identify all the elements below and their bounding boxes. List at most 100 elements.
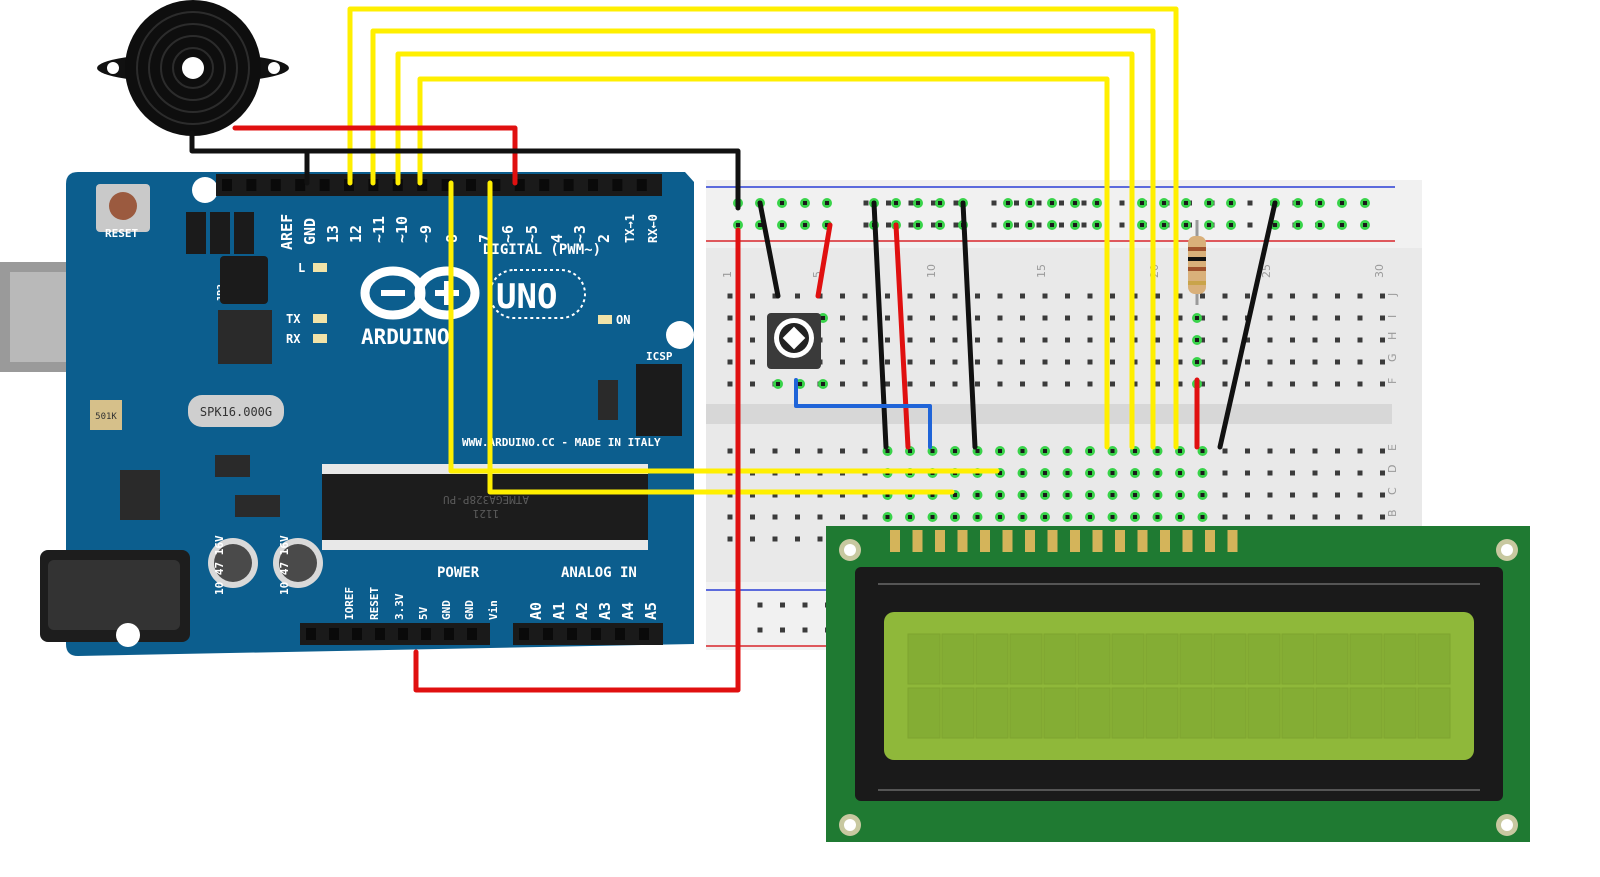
lcd-char-cell: [1247, 633, 1281, 685]
breadboard-hole: [1357, 315, 1363, 321]
rail-hole: [908, 200, 914, 206]
header-pin: [543, 628, 553, 640]
breadboard-hole: [1380, 492, 1385, 498]
led-tx: [313, 314, 327, 323]
connected-hole-center: [821, 382, 825, 386]
connected-hole-center: [1200, 449, 1205, 453]
lcd-char-cell: [941, 633, 975, 685]
breadboard-hole: [862, 381, 868, 387]
lcd-char-cell: [1417, 633, 1451, 685]
power-pin-label: Vin: [487, 600, 500, 620]
rail-hole: [1014, 200, 1019, 206]
lcd-pin: [912, 530, 923, 552]
breadboard-hole: [1020, 315, 1025, 321]
breadboard-hole: [750, 514, 755, 520]
lcd-char-cell: [1383, 687, 1417, 739]
rail-hole: [953, 200, 959, 206]
breadboard-hole: [795, 536, 800, 542]
connected-hole-center: [1043, 515, 1047, 519]
lcd-pin: [1227, 530, 1238, 552]
row-letter-h: H: [1386, 332, 1399, 340]
breadboard-hole: [1222, 359, 1228, 365]
breadboard-hole: [1132, 293, 1138, 299]
breadboard-hole: [1335, 293, 1340, 299]
connected-hole-center: [1200, 493, 1205, 497]
connected-hole-center: [1296, 223, 1300, 227]
header-pin: [421, 628, 431, 640]
connected-hole-center: [1178, 471, 1182, 475]
analog-pin-label: A2: [573, 602, 591, 620]
power-pin-label: RESET: [368, 587, 381, 620]
breadboard-hole: [1290, 293, 1295, 299]
breadboard-hole: [1267, 293, 1273, 299]
breadboard-hole: [1245, 337, 1250, 343]
connected-hole-center: [1043, 449, 1047, 453]
rail-hole: [757, 602, 763, 608]
breadboard-hole: [1245, 448, 1250, 454]
connected-hole-center: [825, 201, 829, 205]
connected-hole-center: [1043, 493, 1047, 497]
connected-hole-center: [1363, 201, 1367, 205]
reset-button-cap[interactable]: [109, 192, 137, 220]
reset-label: RESET: [105, 227, 138, 240]
breadboard-hole: [1222, 337, 1228, 343]
breadboard-hole: [750, 492, 755, 498]
rail-hole: [802, 627, 808, 633]
breadboard-hole: [727, 293, 733, 299]
col-number-10: 10: [925, 264, 938, 278]
header-pin: [246, 179, 257, 191]
led-on: [598, 315, 612, 324]
connected-hole-center: [1200, 515, 1205, 519]
breadboard-hole: [1222, 470, 1228, 476]
lcd-pin: [1070, 530, 1080, 552]
breadboard-hole: [1110, 293, 1115, 299]
breadboard-hole: [1335, 514, 1340, 520]
led-l: [313, 263, 327, 272]
connected-hole-center: [1133, 449, 1137, 453]
rail-hole: [1059, 200, 1064, 206]
breadboard-hole: [840, 337, 845, 343]
header-pin: [612, 179, 623, 191]
breadboard-hole: [795, 293, 800, 299]
breadboard-hole: [795, 492, 800, 498]
header-pin: [490, 179, 501, 191]
power-pin-label: GND: [463, 600, 476, 620]
breadboard-hole: [1290, 448, 1295, 454]
breadboard-hole: [840, 448, 845, 454]
piezo-buzzer: [97, 0, 289, 136]
breadboard-hole: [1245, 514, 1250, 520]
lcd-char-cell: [1111, 633, 1145, 685]
wire-black-lcd-rw: [960, 200, 978, 450]
breadboard-hole: [885, 315, 890, 321]
breadboard-hole: [1380, 381, 1385, 387]
breadboard-hole: [1312, 337, 1318, 343]
breadboard-hole: [1087, 359, 1093, 365]
connected-hole-center: [1133, 493, 1137, 497]
rail-hole: [1119, 200, 1125, 206]
header-pin: [270, 179, 281, 191]
connected-hole-center: [908, 493, 912, 497]
lcd-mount-hole-center: [844, 544, 856, 556]
breadboard-hole: [997, 381, 1003, 387]
connected-hole-center: [1043, 471, 1047, 475]
power-pin-label: GND: [440, 600, 453, 620]
connected-hole-center: [1133, 471, 1137, 475]
breadboard-hole: [862, 359, 868, 365]
connected-hole-center: [1110, 471, 1115, 475]
rail-hole: [863, 222, 869, 228]
connected-hole-center: [1207, 223, 1211, 227]
rail-hole: [931, 222, 936, 228]
connected-hole-center: [953, 449, 957, 453]
row-letter-f: F: [1386, 378, 1399, 384]
breadboard-hole: [862, 293, 868, 299]
connected-hole-center: [1318, 201, 1322, 205]
breadboard-hole: [1312, 470, 1318, 476]
row-letter-d: D: [1386, 465, 1399, 473]
lcd-char-cell: [1315, 687, 1349, 739]
breadboard-hole: [1290, 315, 1295, 321]
breadboard-hole: [907, 359, 913, 365]
chip-label-1: ATMEGA328P-PU: [443, 493, 529, 506]
connected-hole-center: [975, 449, 980, 453]
lcd-pin: [1205, 530, 1215, 552]
row-letter-g: G: [1386, 353, 1399, 362]
